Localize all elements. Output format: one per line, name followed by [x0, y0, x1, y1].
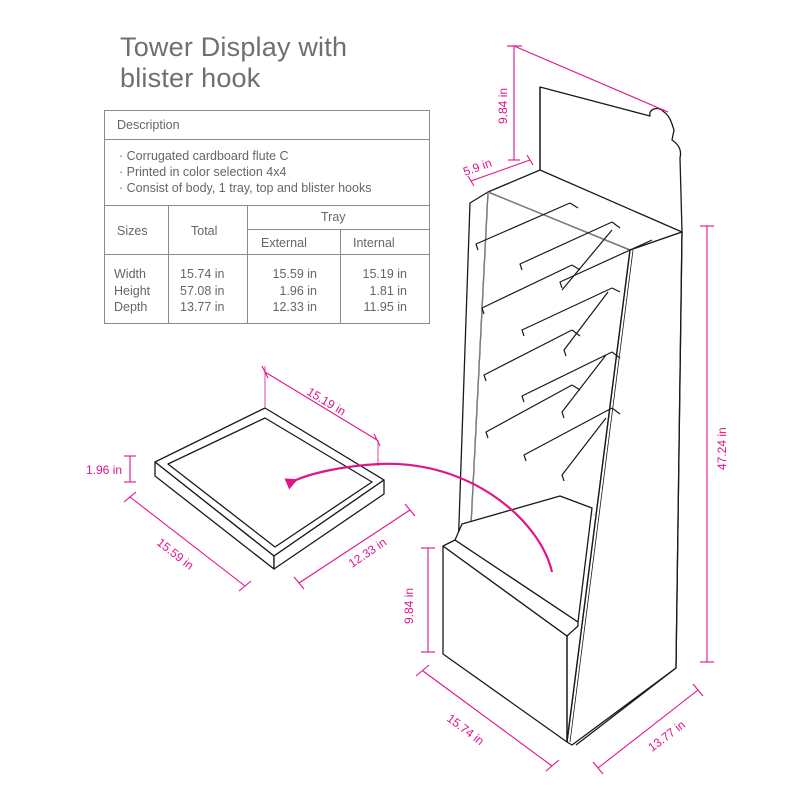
header-external: External — [261, 236, 307, 250]
right-side-panel — [566, 231, 683, 746]
total-height: 57.08 in — [180, 283, 225, 298]
divider — [340, 229, 341, 323]
header-total: Total — [191, 224, 218, 238]
base-box-top-rim — [442, 539, 579, 637]
row-labels: Width Height Depth — [114, 266, 150, 316]
description-list: · Corrugated cardboard flute C · Printed… — [105, 139, 429, 205]
external-height: 1.96 in — [279, 283, 317, 298]
dim-body-height: 47.24 in — [715, 427, 729, 470]
tray — [154, 407, 385, 570]
left-side-panel — [457, 191, 489, 553]
external-depth: 12.33 in — [272, 300, 317, 314]
row-label-height: Height — [114, 283, 151, 298]
header-tray: Tray — [321, 210, 346, 224]
dim-tray-outer-width: 15.59 in — [154, 535, 196, 572]
total-depth: 13.77 in — [180, 300, 225, 314]
internal-depth: 11.95 in — [363, 300, 407, 314]
title-line-2: blister hook — [120, 63, 261, 93]
top-header-board — [539, 86, 683, 243]
dim-tray-depth: 12.33 in — [346, 535, 389, 570]
description-item: · Corrugated cardboard flute C — [119, 149, 289, 163]
spec-table: Description · Corrugated cardboard flute… — [104, 110, 430, 324]
external-width: 15.59 in — [272, 267, 317, 281]
description-header-row: Description — [105, 111, 429, 140]
dim-base-width: 15.74 in — [444, 711, 487, 748]
description-item: · Printed in color selection 4x4 — [119, 165, 287, 179]
tray-back-edge — [461, 495, 593, 525]
header-sizes: Sizes — [117, 224, 148, 238]
total-width: 15.74 in — [180, 267, 225, 281]
page-title: Tower Display with blister hook — [120, 32, 347, 94]
row-label-width: Width — [114, 267, 146, 281]
tray-front-right-face — [273, 479, 385, 570]
sizes-grid: Sizes Total Tray External Internal Width… — [105, 205, 429, 323]
dim-tray-height: 1.96 in — [86, 463, 122, 477]
dim-top-depth: 5.9 in — [461, 156, 493, 179]
description-item: · Consist of body, 1 tray, top and blist… — [119, 181, 372, 195]
title-line-1: Tower Display with — [120, 32, 348, 62]
front-edge — [566, 249, 631, 743]
divider — [105, 254, 429, 255]
row-label-depth: Depth — [114, 300, 148, 314]
tower-display — [442, 86, 683, 746]
description-header: Description — [117, 118, 180, 132]
blister-hooks — [475, 202, 653, 482]
header-internal: Internal — [353, 236, 395, 250]
divider — [168, 206, 169, 323]
dimension-lines — [123, 45, 714, 775]
dim-tray-inner-width: 15.19 in — [304, 385, 348, 419]
dim-base-height: 9.84 in — [402, 588, 416, 624]
dim-top-height: 9.84 in — [496, 88, 510, 124]
tray-inner-floor — [167, 417, 373, 548]
internal-values: 15.19 in 1.81 in 11.95 in — [355, 266, 407, 316]
divider — [247, 229, 429, 230]
internal-width: 15.19 in — [362, 267, 407, 281]
internal-height: 1.81 in — [369, 283, 407, 298]
front-edge-inner — [569, 249, 634, 743]
back-edge — [575, 231, 683, 746]
external-values: 15.59 in 1.96 in 12.33 in — [265, 266, 317, 316]
total-values: 15.74 in 57.08 in 13.77 in — [180, 266, 224, 316]
dim-base-depth: 13.77 in — [645, 718, 688, 755]
divider — [247, 206, 248, 323]
